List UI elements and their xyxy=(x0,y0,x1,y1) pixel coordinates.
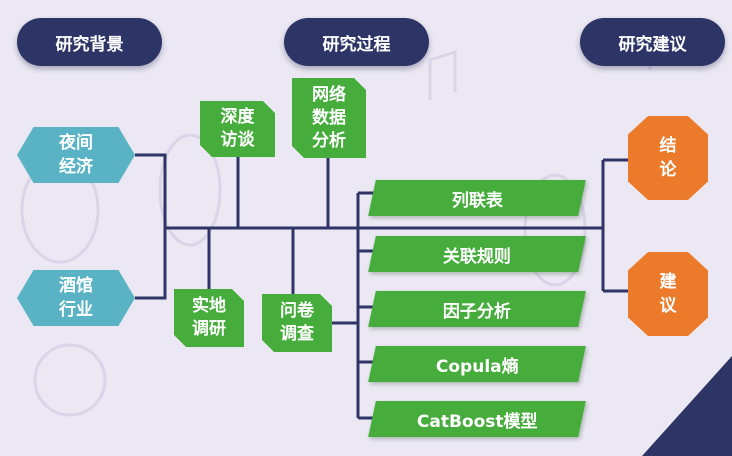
node-line: 行业 xyxy=(59,300,93,320)
source-node-web-data-analysis: 网络 数据 分析 xyxy=(292,78,366,158)
node-line: 议 xyxy=(659,296,677,316)
source-node-questionnaire: 问卷 调查 xyxy=(262,294,332,352)
node-line: 问卷 xyxy=(280,301,314,321)
node-line: 数据 xyxy=(312,107,346,128)
method-factor-analysis: 因子分析 xyxy=(368,291,586,327)
node-line: 建 xyxy=(659,272,677,292)
source-node-in-depth-interview: 深度 访谈 xyxy=(200,101,275,157)
node-line: 调查 xyxy=(280,324,314,344)
method-label: 因子分析 xyxy=(443,301,511,322)
node-line: 论 xyxy=(659,160,677,180)
node-line: 调研 xyxy=(192,319,226,339)
corner-decoration xyxy=(642,356,732,456)
source-node-field-survey: 实地 调研 xyxy=(174,289,244,347)
method-label: Copula熵 xyxy=(435,356,519,377)
header-label: 研究建议 xyxy=(618,34,687,55)
header-research-suggestion: 研究建议 xyxy=(580,18,725,66)
node-line: 分析 xyxy=(312,130,346,151)
method-contingency-table: 列联表 xyxy=(368,180,586,216)
method-label: CatBoost模型 xyxy=(416,411,538,432)
outcome-node-suggestion: 建 议 xyxy=(628,252,708,336)
node-line: 酒馆 xyxy=(59,276,93,296)
node-line: 经济 xyxy=(59,157,93,177)
background-node-tavern-industry: 酒馆 行业 xyxy=(17,270,135,326)
node-line: 结 xyxy=(659,136,677,156)
header-label: 研究背景 xyxy=(55,34,124,55)
node-line: 访谈 xyxy=(220,130,255,150)
outcome-node-conclusion: 结 论 xyxy=(628,116,708,200)
background-node-night-economy: 夜间 经济 xyxy=(17,127,135,183)
method-catboost-model: CatBoost模型 xyxy=(368,401,586,437)
method-association-rules: 关联规则 xyxy=(368,236,586,272)
header-research-background: 研究背景 xyxy=(17,18,162,66)
method-copula-entropy: Copula熵 xyxy=(368,346,586,382)
node-line: 夜间 xyxy=(59,133,93,153)
node-line: 网络 xyxy=(312,84,346,105)
header-research-process: 研究过程 xyxy=(284,18,429,66)
header-label: 研究过程 xyxy=(322,34,391,55)
method-label: 列联表 xyxy=(451,190,503,211)
node-line: 深度 xyxy=(220,107,255,127)
node-line: 实地 xyxy=(192,296,226,316)
method-label: 关联规则 xyxy=(443,246,511,267)
